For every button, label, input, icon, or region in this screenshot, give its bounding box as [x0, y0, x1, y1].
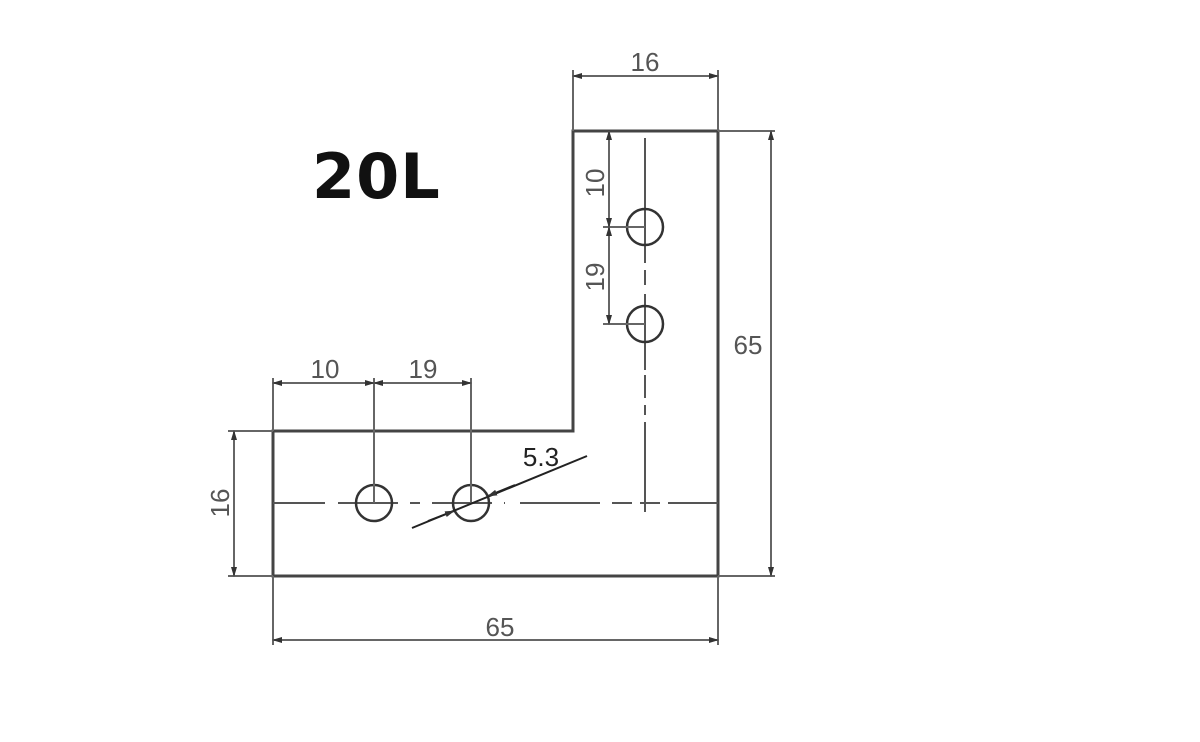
dim-overall-height: 65	[734, 330, 763, 360]
dimension-lines	[231, 73, 774, 643]
dim-vertical-offset: 10	[580, 169, 610, 198]
dim-horizontal-offset: 10	[311, 354, 340, 384]
dim-bottom-height: 16	[205, 489, 235, 518]
dim-top-width: 16	[631, 47, 660, 77]
hole-diameter-leader	[411, 455, 588, 529]
mounting-holes	[354, 207, 665, 523]
dim-hole-diameter: 5.3	[523, 442, 559, 472]
extension-lines	[228, 70, 775, 645]
dim-vertical-spacing: 19	[580, 263, 610, 292]
part-title: 20L	[312, 140, 441, 213]
dim-overall-width: 65	[486, 612, 515, 642]
centerlines	[273, 138, 718, 512]
bracket-outline	[271, 129, 720, 578]
dim-horizontal-spacing: 19	[409, 354, 438, 384]
